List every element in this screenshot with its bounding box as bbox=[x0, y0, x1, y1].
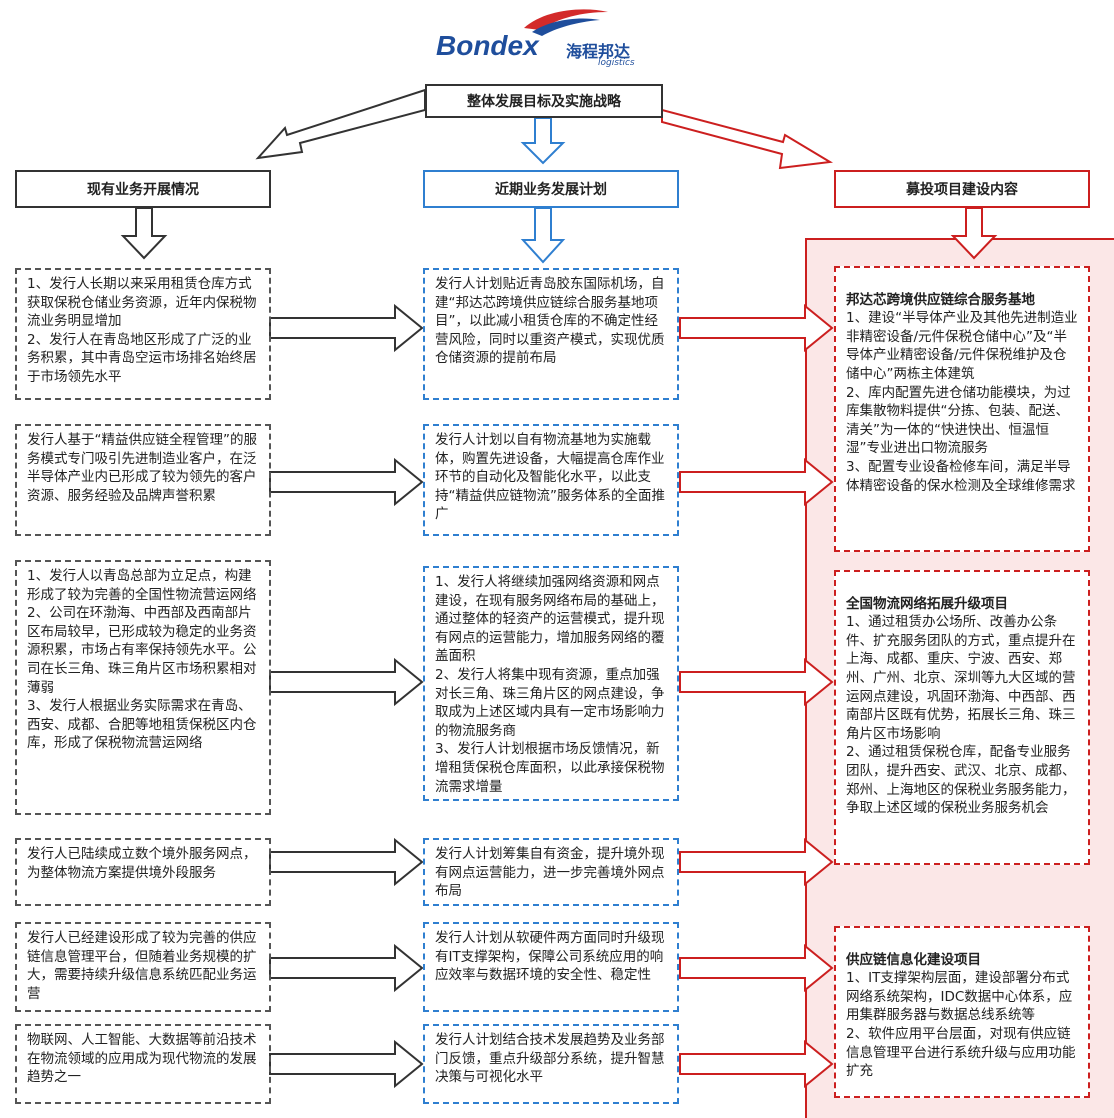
logo-sub: logistics bbox=[598, 58, 635, 68]
logo-cn: 海程邦达 bbox=[566, 44, 631, 61]
left-box-2: 发行人基于“精益供应链全程管理”的服务模式专门吸引先进制造业客户，在泛半导体产业… bbox=[15, 424, 271, 536]
left-box-1: 1、发行人长期以来采用租赁仓库方式获取保税仓储业务资源，近年内保税物流业务明显增… bbox=[15, 268, 271, 400]
mid-box-5: 发行人计划从软硬件两方面同时升级现有IT支撑架构，保障公司系统应用的响应效率与数… bbox=[423, 922, 679, 1012]
right-box-1: 邦达芯跨境供应链综合服务基地 1、建设“半导体产业及其他先进制造业非精密设备/元件… bbox=[834, 266, 1090, 552]
mid-column-title-box: 近期业务发展计划 bbox=[423, 170, 679, 208]
left-column-title: 现有业务开展情况 bbox=[87, 182, 199, 198]
left-column-title-box: 现有业务开展情况 bbox=[15, 170, 271, 208]
arrow-left-down bbox=[120, 207, 168, 260]
right-box-1-title: 邦达芯跨境供应链综合服务基地 bbox=[846, 291, 1035, 308]
left-box-3: 1、发行人以青岛总部为立足点，构建形成了较为完善的全国性物流营运网络 2、公司在… bbox=[15, 560, 271, 815]
right-box-3: 供应链信息化建设项目 1、IT支撑架构层面，建设部署分布式网络系统架构，IDC数据… bbox=[834, 926, 1090, 1098]
right-column-title-box: 募投项目建设内容 bbox=[834, 170, 1090, 208]
right-box-2-body: 1、通过租赁办公场所、改善办公条件、扩充服务团队的方式，重点提升在上海、成都、重… bbox=[846, 614, 1076, 817]
right-box-2-title: 全国物流网络拓展升级项目 bbox=[846, 595, 1008, 612]
right-box-3-body: 1、IT支撑架构层面，建设部署分布式网络系统架构，IDC数据中心体系，应用集群服… bbox=[846, 970, 1076, 1080]
mid-box-1: 发行人计划贴近青岛胶东国际机场，自建“邦达芯跨境供应链综合服务基地项目”，以此减… bbox=[423, 268, 679, 400]
top-title: 整体发展目标及实施战略 bbox=[467, 94, 621, 110]
left-box-4: 发行人已陆续成立数个境外服务网点，为整体物流方案提供境外段服务 bbox=[15, 838, 271, 906]
logo-swoosh-icon bbox=[524, 9, 608, 36]
arrow-top-to-right bbox=[661, 90, 834, 170]
left-box-5: 发行人已经建设形成了较为完善的供应链信息管理平台，但随着业务规模的扩大，需要持续… bbox=[15, 922, 271, 1012]
left-box-6: 物联网、人工智能、大数据等前沿技术在物流领域的应用成为现代物流的发展趋势之一 bbox=[15, 1024, 271, 1104]
arrow-top-to-left bbox=[255, 88, 426, 160]
row-arrows-red bbox=[679, 303, 834, 1089]
logo: Bondex 海程邦达 logistics bbox=[432, 6, 652, 72]
mid-box-6: 发行人计划结合技术发展趋势及业务部门反馈，重点升级部分系统，提升智慧决策与可视化… bbox=[423, 1024, 679, 1104]
mid-box-4: 发行人计划筹集自有资金，提升境外现有网点运营能力，进一步完善境外网点布局 bbox=[423, 838, 679, 906]
mid-box-2: 发行人计划以自有物流基地为实施载体，购置先进设备，大幅提高仓库作业环节的自动化及… bbox=[423, 424, 679, 536]
logo-brand: Bondex bbox=[436, 30, 539, 61]
right-box-3-title: 供应链信息化建设项目 bbox=[846, 951, 981, 968]
right-box-2: 全国物流网络拓展升级项目 1、通过租赁办公场所、改善办公条件、扩充服务团队的方式，… bbox=[834, 570, 1090, 865]
mid-column-title: 近期业务发展计划 bbox=[495, 182, 607, 198]
arrow-right-down bbox=[950, 207, 998, 260]
right-column-title: 募投项目建设内容 bbox=[906, 182, 1018, 198]
arrow-top-to-mid bbox=[520, 117, 566, 165]
row-arrows-gray bbox=[269, 303, 424, 1089]
top-title-box: 整体发展目标及实施战略 bbox=[425, 84, 663, 118]
right-box-1-body: 1、建设“半导体产业及其他先进制造业非精密设备/元件保税仓储中心”及“半导体产业… bbox=[846, 310, 1078, 494]
arrow-mid-down bbox=[520, 207, 566, 264]
mid-box-3: 1、发行人将继续加强网络资源和网点建设，在现有服务网络布局的基础上，通过整体的轻… bbox=[423, 566, 679, 801]
